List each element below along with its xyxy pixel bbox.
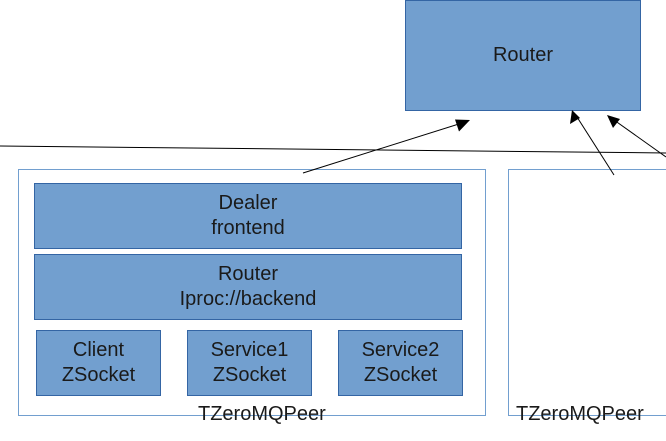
- arrow-offscreen-to-router: [613, 119, 666, 158]
- router-top-label: Router: [492, 44, 554, 66]
- arrowhead-dealer: [455, 119, 470, 132]
- client-socket-subtitle: ZSocket: [61, 364, 136, 386]
- router-backend-subtitle: Iproc://backend: [179, 288, 317, 310]
- client-socket-title: Client: [72, 339, 125, 361]
- service2-socket-box: Service2 ZSocket: [338, 330, 463, 396]
- peer-right-frame: [508, 169, 666, 416]
- service1-socket-title: Service1: [210, 339, 289, 361]
- service1-socket-box: Service1 ZSocket: [187, 330, 312, 396]
- arrow-dealer-to-router: [302, 122, 463, 174]
- peer-right-caption: TZeroMQPeer: [516, 403, 644, 425]
- service2-socket-title: Service2: [361, 339, 440, 361]
- arrowhead-offscreen: [607, 115, 620, 128]
- service1-socket-subtitle: ZSocket: [212, 364, 287, 386]
- dealer-box: Dealer frontend: [34, 183, 462, 249]
- router-top-box: Router: [405, 0, 641, 111]
- separator-line: [0, 145, 666, 154]
- arrow-peer-right-to-router: [576, 116, 615, 176]
- arrowhead-peer-right: [570, 110, 580, 124]
- client-socket-box: Client ZSocket: [36, 330, 161, 396]
- dealer-title: Dealer: [218, 192, 278, 214]
- router-backend-box: Router Iproc://backend: [34, 254, 462, 320]
- router-backend-title: Router: [217, 263, 279, 285]
- peer-left-caption: TZeroMQPeer: [198, 403, 326, 425]
- service2-socket-subtitle: ZSocket: [363, 364, 438, 386]
- dealer-subtitle: frontend: [211, 217, 285, 239]
